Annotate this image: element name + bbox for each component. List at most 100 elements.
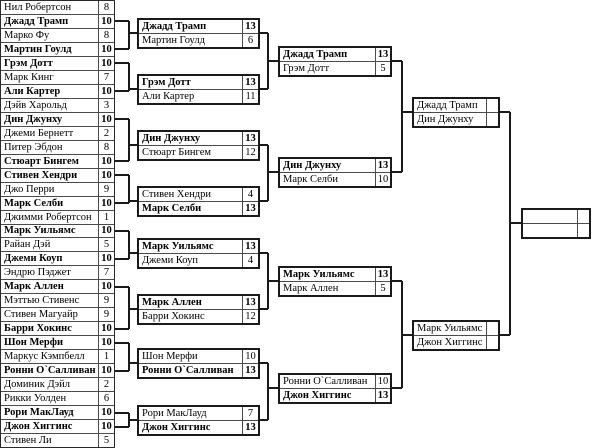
player-name: Дин Джунху <box>283 160 342 171</box>
player-name: Рори МакЛауд <box>142 408 207 419</box>
player-name: Рикки Уолден <box>4 393 67 405</box>
player-name: Мартин Гоулд <box>142 35 205 46</box>
player-score: 9 <box>98 294 114 308</box>
player-name: Стивен Хендри <box>142 189 211 200</box>
player-name: Дин Джунху <box>142 133 201 144</box>
player-score: 10 <box>98 252 114 266</box>
player-score: 13 <box>375 268 390 281</box>
player-score: 10 <box>98 168 114 182</box>
player-row: Марко Фу 8 <box>1 27 114 42</box>
player-name: Дин Джунху <box>4 113 63 125</box>
player-name: Марк Уильямс <box>417 323 483 334</box>
player-name: Марк Аллен <box>142 297 202 308</box>
player-score: 13 <box>375 389 390 402</box>
player-name: Джадд Трамп <box>283 49 348 60</box>
player-name: Марко Фу <box>4 29 50 41</box>
player-name: Эндрю Пэджет <box>4 267 71 279</box>
player-score: 5 <box>98 434 114 447</box>
player-score: 13 <box>375 48 390 61</box>
player-name: Джадд Трамп <box>4 15 69 27</box>
player-name: Марк Уильямс <box>4 225 76 237</box>
player-row: Джон Хиггинс <box>414 335 498 349</box>
player-name: Джадд Трамп <box>142 21 207 32</box>
player-name: Грэм Дотт <box>142 77 191 88</box>
player-score <box>486 322 498 335</box>
player-score: 8 <box>98 1 114 14</box>
player-row <box>523 210 589 223</box>
player-name: Джон Хиггинс <box>417 337 483 348</box>
player-name: Ронни О`Салливан <box>4 365 96 377</box>
player-score: 13 <box>242 296 258 309</box>
player-name: Райан Дэй <box>4 239 51 251</box>
player-name: Стюарт Бингем <box>142 147 212 158</box>
player-name: Стивен Магуайр <box>4 309 78 321</box>
player-score: 10 <box>98 420 114 434</box>
player-name: Марк Уильямс <box>283 269 355 280</box>
player-score: 3 <box>98 98 114 112</box>
player-row: Дэйв Харольд 3 <box>1 97 114 112</box>
player-score: 13 <box>242 76 258 89</box>
player-score: 12 <box>242 146 258 159</box>
player-name: Грэм Дотт <box>283 63 330 74</box>
player-name: Стивен Ли <box>4 435 52 447</box>
player-name: Джимми Робертсон <box>4 211 92 223</box>
player-score: 5 <box>98 238 114 252</box>
player-score: 10 <box>242 350 258 363</box>
final-match-box <box>521 208 591 239</box>
player-score: 9 <box>98 182 114 196</box>
player-score: 4 <box>242 188 258 201</box>
player-score: 10 <box>98 322 114 336</box>
player-score: 5 <box>375 62 390 75</box>
player-score: 10 <box>98 406 114 420</box>
player-score: 5 <box>375 282 390 295</box>
player-name: Али Картер <box>142 91 195 102</box>
player-score: 8 <box>98 28 114 42</box>
player-score: 9 <box>98 308 114 322</box>
player-row: Джадд Трамп 13 <box>280 48 390 61</box>
player-row: Стивен Хендри 4 <box>139 188 258 201</box>
player-name: Марк Селби <box>4 197 64 209</box>
player-score: 1 <box>98 210 114 224</box>
player-name: Маркус Кэмпбелл <box>4 351 85 363</box>
player-row: Марк Уильямс <box>414 322 498 335</box>
player-row: Грэм Дотт 13 <box>139 76 258 89</box>
player-row: Джадд Трамп <box>414 99 498 112</box>
player-score <box>486 99 498 112</box>
player-score: 2 <box>98 378 114 392</box>
player-score: 10 <box>98 364 114 378</box>
player-name: Питер Эбдон <box>4 141 63 153</box>
player-name: Мартин Гоулд <box>4 43 72 55</box>
player-name: Стюарт Бингем <box>4 155 79 167</box>
player-score: 4 <box>242 254 258 267</box>
player-name: Дэйв Харольд <box>4 99 67 111</box>
